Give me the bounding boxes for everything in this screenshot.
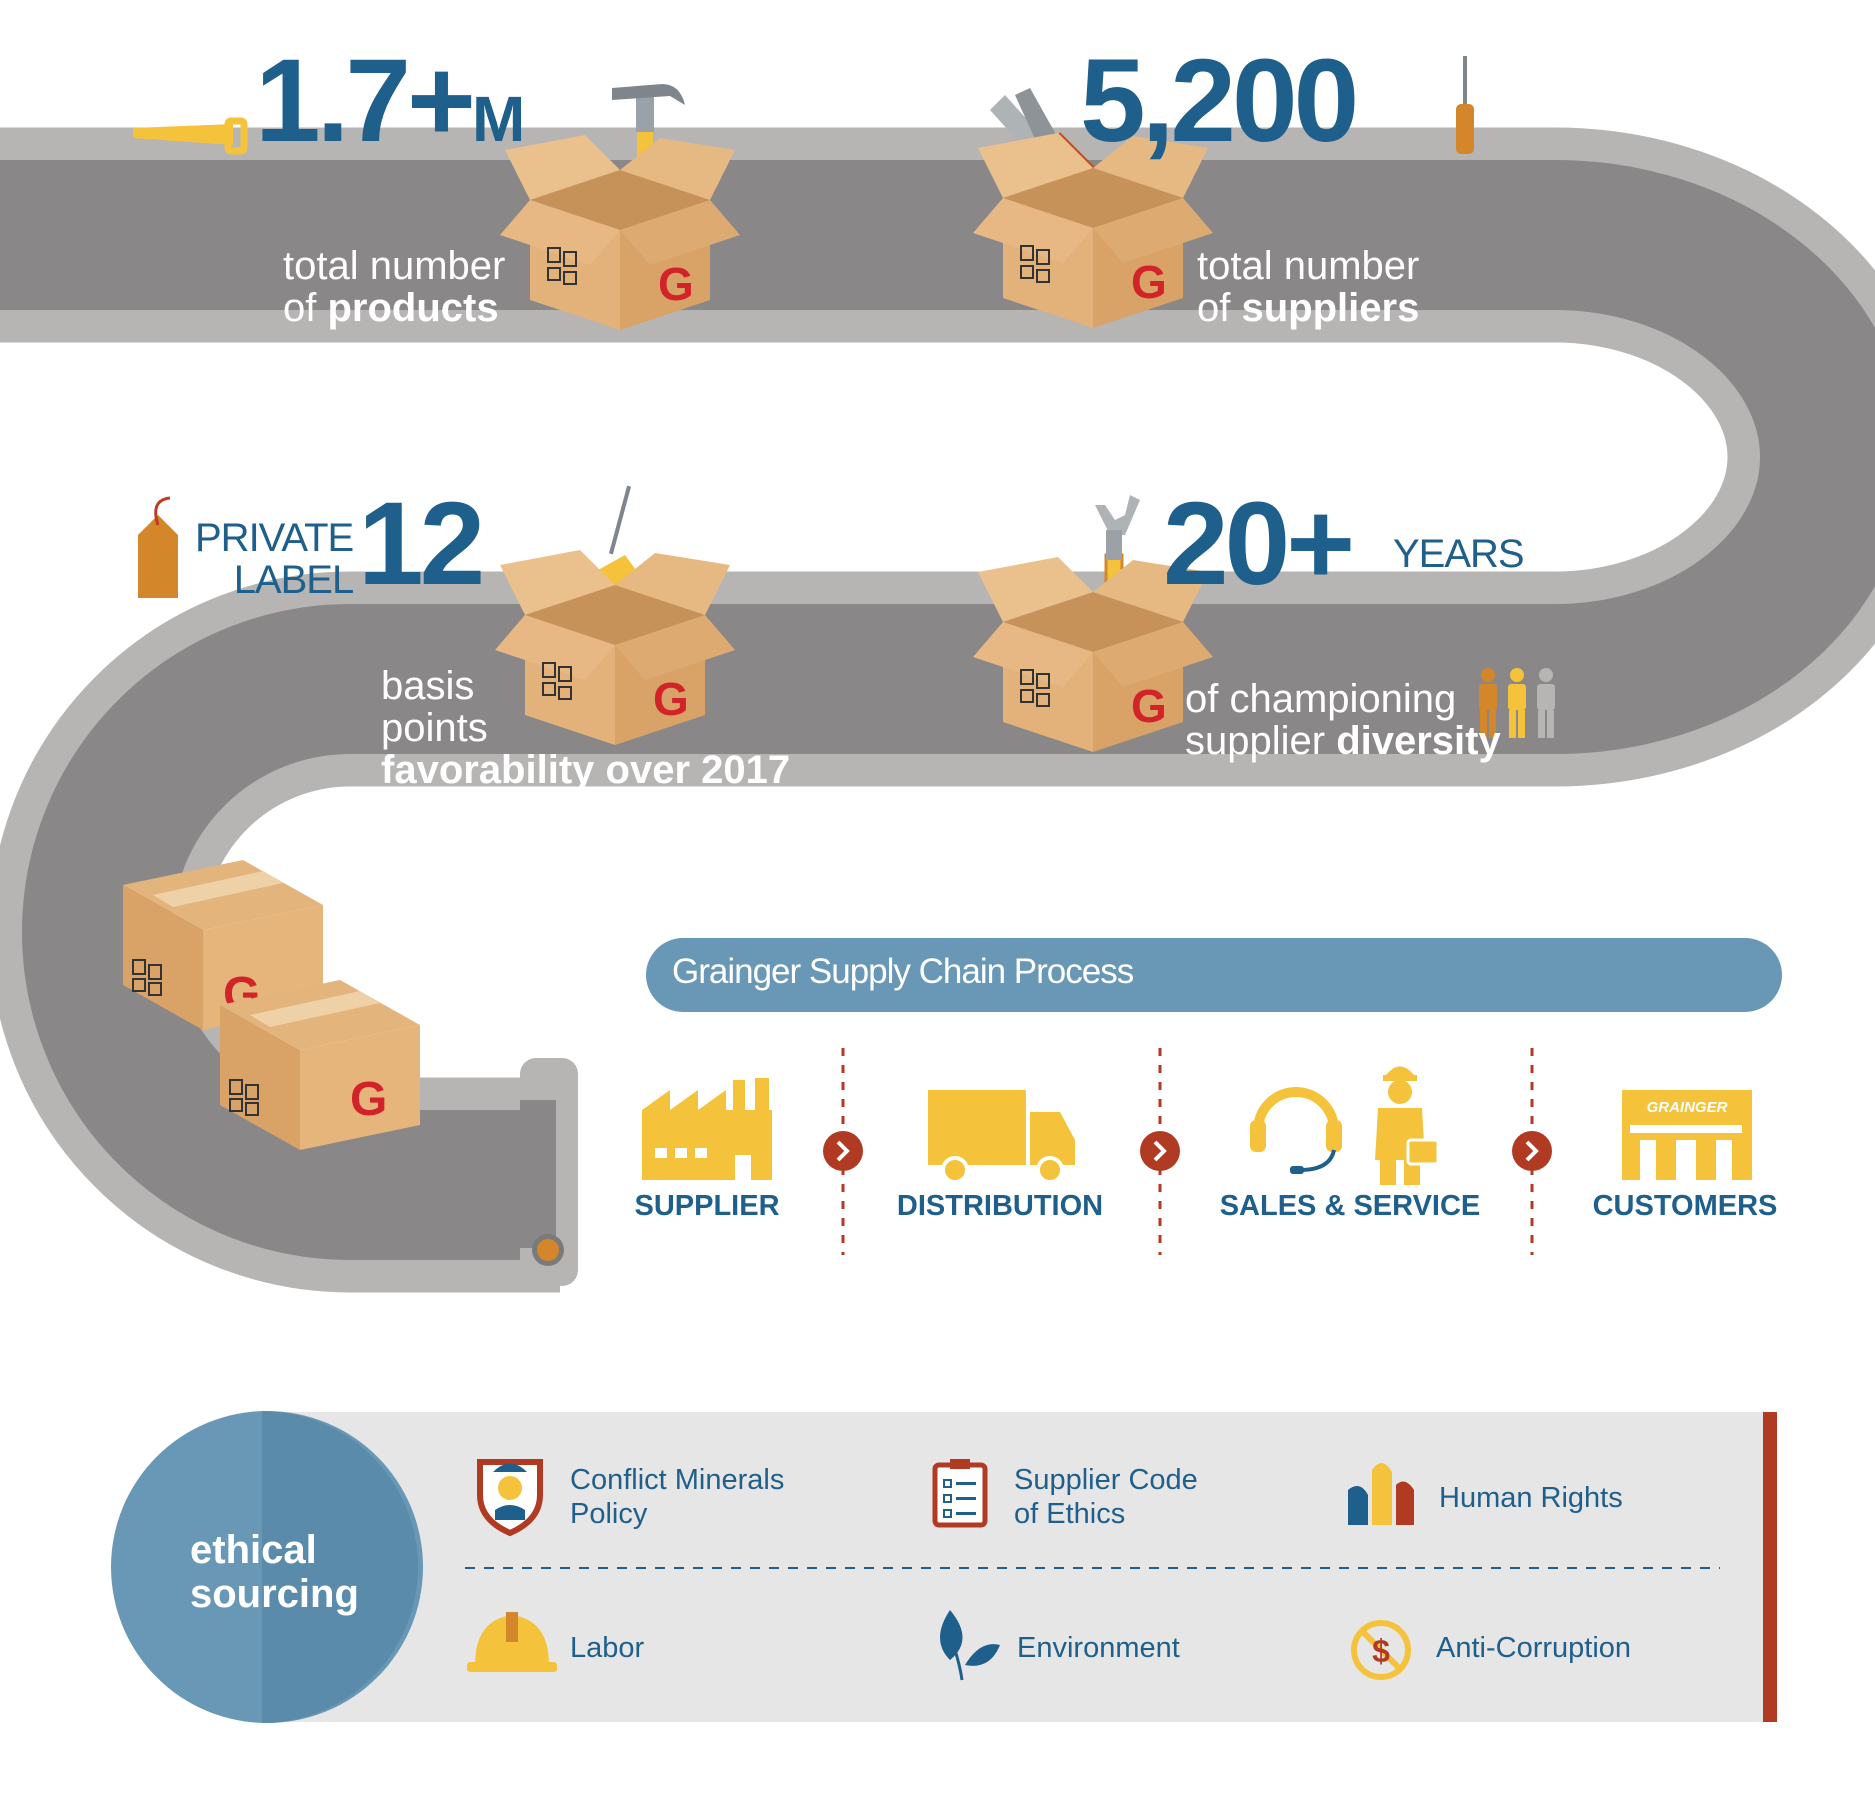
box-logo: G: [1131, 256, 1167, 308]
suppliers-caption-line1: total number: [1197, 244, 1420, 288]
ethical-item-human-rights: Human Rights: [1439, 1482, 1623, 1514]
years-unit: YEARS: [1393, 532, 1525, 576]
private-label-line1: PRIVATE: [195, 516, 354, 560]
step-label-customers: CUSTOMERS: [1592, 1190, 1778, 1222]
supply-chain-banner: [646, 938, 1782, 1012]
box-logo: G: [653, 673, 689, 725]
box-private-label: G: [494, 549, 736, 746]
private-label-caption-bold: favorability over 2017: [381, 748, 791, 792]
products-caption-prefix: of: [283, 286, 328, 330]
conveyor-road: [0, 127, 1875, 1293]
screwdriver-icon: [1456, 56, 1474, 154]
box-road-2: G: [219, 979, 421, 1151]
private-label-value: 12: [358, 478, 485, 610]
step-label-supplier: SUPPLIER: [634, 1190, 780, 1222]
suppliers-caption: total number of suppliers: [1197, 245, 1419, 329]
supply-chain-title: Grainger Supply Chain Process: [672, 952, 1134, 991]
ethical-sourcing-title: ethical sourcing: [190, 1528, 359, 1616]
ethical-item-line2: of Ethics: [1014, 1498, 1126, 1530]
ethical-item-anti-corruption: Anti-Corruption: [1436, 1632, 1632, 1664]
years-caption: of championing supplier diversity: [1185, 678, 1501, 762]
raised-hands-icon: [1348, 1462, 1414, 1525]
box-logo: G: [658, 258, 694, 310]
store-sign: GRAINGER: [1647, 1099, 1728, 1116]
step-arrow-icon: [823, 1131, 863, 1171]
years-value: 20+: [1163, 478, 1355, 610]
products-value: 1.7+: [255, 35, 476, 167]
shield-worker-icon: [477, 1459, 543, 1537]
suppliers-caption-prefix: of: [1197, 286, 1242, 330]
checklist-icon: [932, 1459, 988, 1528]
ethical-item-labor: Labor: [570, 1632, 645, 1664]
step-arrow-icon: [1512, 1131, 1552, 1171]
step-arrow-icon: [1140, 1131, 1180, 1171]
products-caption: total number of products: [283, 245, 505, 329]
private-label-caption: basis points favorability over 2017: [381, 665, 790, 791]
box-years: G: [972, 556, 1214, 753]
private-label-heading: PRIVATE LABEL: [195, 516, 355, 602]
truck-icon: [928, 1090, 1075, 1184]
panel-accent-bar: [1763, 1412, 1777, 1722]
factory-icon: [642, 1078, 772, 1180]
step-label-sales-service: SALES & SERVICE: [1219, 1190, 1481, 1222]
ethical-item-conflict-minerals: Conflict Minerals Policy: [570, 1463, 784, 1531]
products-unit: M: [471, 83, 526, 155]
products-caption-bold: products: [327, 286, 499, 330]
ethical-item-line1: Conflict Minerals: [570, 1464, 785, 1496]
ethical-title-line1: ethical: [190, 1528, 317, 1572]
headset-worker-icon: [1250, 1066, 1440, 1185]
private-label-caption-line2: points: [381, 706, 488, 750]
years-caption-bold: diversity: [1336, 719, 1501, 763]
saw-icon: [133, 117, 248, 155]
no-money-icon: $: [1351, 1620, 1411, 1680]
ethical-item-line2: Policy: [570, 1498, 648, 1530]
ethical-item-supplier-code: Supplier Code of Ethics: [1014, 1463, 1198, 1531]
step-label-distribution: DISTRIBUTION: [896, 1190, 1104, 1222]
products-stat: 1.7+M: [255, 42, 525, 160]
storefront-icon: GRAINGER: [1622, 1090, 1752, 1180]
box-logo: G: [350, 1073, 387, 1126]
years-caption-line1: of championing: [1185, 677, 1457, 721]
private-label-line2: LABEL: [233, 558, 355, 602]
ethical-item-environment: Environment: [1017, 1632, 1180, 1664]
box-products: G: [499, 134, 741, 331]
box-logo: G: [1131, 680, 1167, 732]
suppliers-stat: 5,200: [1080, 35, 1359, 167]
ethical-item-line1: Supplier Code: [1014, 1464, 1198, 1496]
suppliers-caption-bold: suppliers: [1241, 286, 1420, 330]
hard-hat-icon: [467, 1612, 557, 1672]
ethical-title-line2: sourcing: [190, 1572, 359, 1616]
leaf-icon: [940, 1610, 1000, 1681]
svg-text:$: $: [1372, 1633, 1390, 1669]
private-label-caption-line1: basis: [381, 664, 475, 708]
products-caption-line1: total number: [283, 244, 506, 288]
box-suppliers: G: [972, 132, 1214, 329]
price-tag-icon: [138, 496, 178, 598]
years-caption-prefix: supplier: [1185, 719, 1337, 763]
ethical-sourcing-circle: [111, 1411, 423, 1723]
